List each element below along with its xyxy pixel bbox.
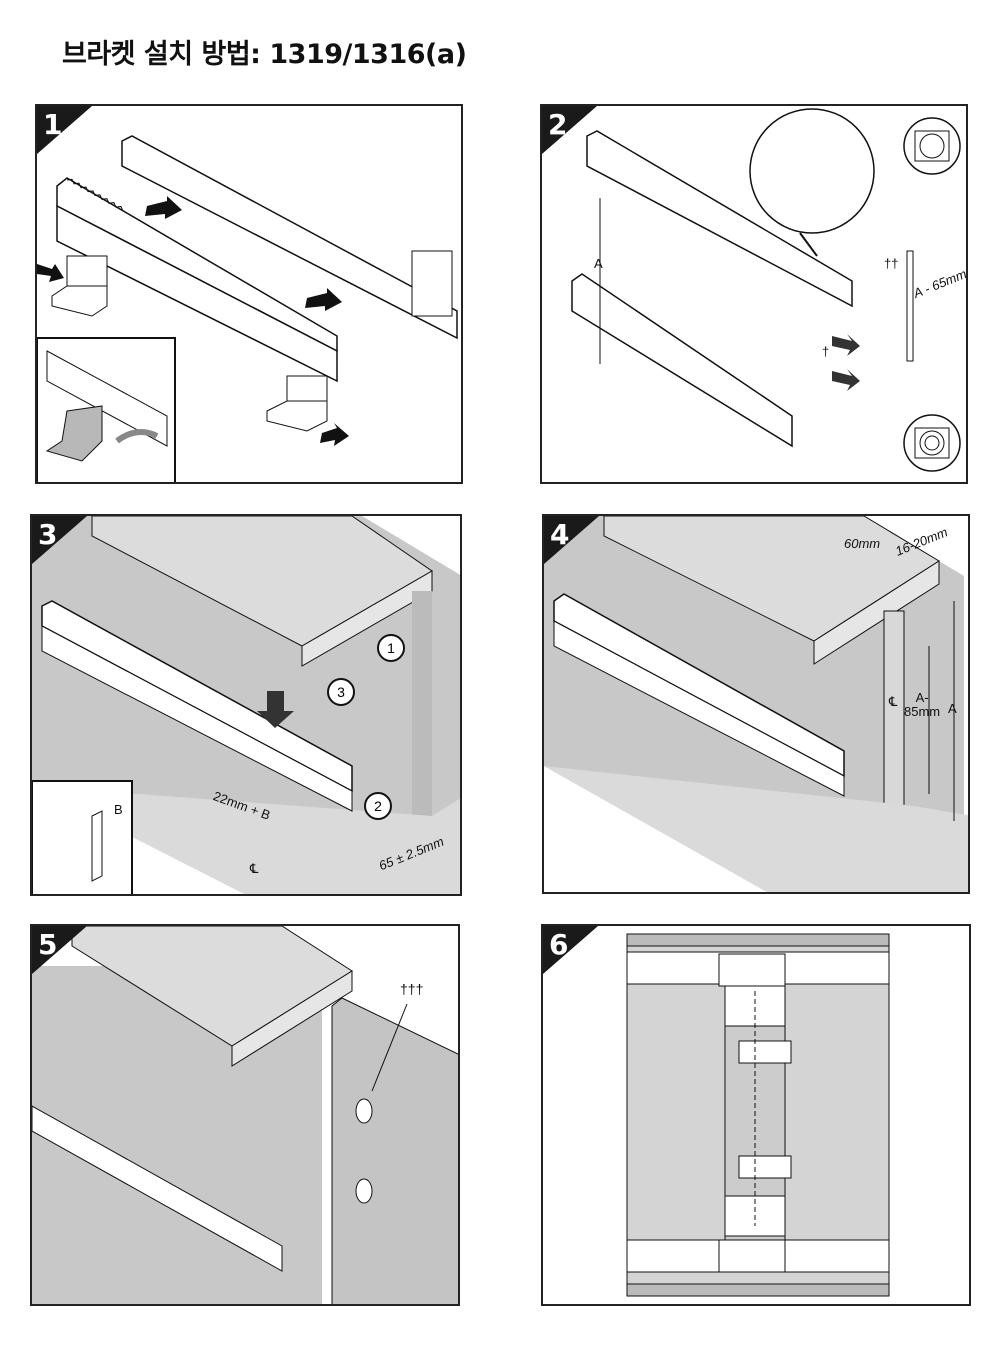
- step-3-panel: 1 3 2 22mm + B 65 ± 2.5mm ℄ B 3: [30, 514, 462, 896]
- arrow-icon: [832, 334, 860, 356]
- step-1-illustration: [37, 106, 458, 482]
- detail-magnifier: [749, 108, 875, 234]
- hinge-plate: [738, 1155, 792, 1179]
- marker-3: 3: [327, 678, 355, 706]
- step-badge-bg: [544, 516, 599, 564]
- step-badge-bg: [37, 106, 92, 154]
- rail: [553, 593, 845, 778]
- inset-box: [32, 780, 133, 894]
- dim-60mm-label: 60mm: [844, 536, 881, 551]
- rail: [41, 600, 353, 793]
- double-dagger-label: ††: [884, 256, 899, 271]
- step-number: 3: [38, 518, 58, 551]
- centerline-symbol: ℄: [889, 694, 898, 709]
- step-4-panel: 60mm 16-20mm A- 85mm A ℄ 4: [542, 514, 970, 894]
- centerline-symbol: ℄: [250, 861, 259, 876]
- step-number: 1: [43, 108, 63, 141]
- triple-dagger-label: †††: [400, 981, 424, 997]
- hinge-plate: [738, 1040, 792, 1064]
- dagger-label: †: [822, 344, 830, 359]
- marker-1: 1: [377, 634, 405, 662]
- hinge-cup-hole: [355, 1098, 373, 1124]
- rail-body: [56, 204, 338, 383]
- page-title: 브라켓 설치 방법: 1319/1316(a): [62, 39, 467, 70]
- step-number: 2: [548, 108, 568, 141]
- step-4-illustration: [544, 516, 968, 892]
- hinge-cup-hole: [355, 1178, 373, 1204]
- step-2-illustration: [542, 106, 961, 472]
- connecting-rod: [906, 250, 914, 362]
- lower-rail: [571, 273, 793, 448]
- step-1-panel: 1: [35, 104, 463, 484]
- dim-a-85mm-label: A- 85mm: [904, 690, 941, 719]
- rail: [32, 1105, 283, 1272]
- dim-a-label: A: [948, 701, 957, 716]
- callout-bottom: [903, 414, 961, 472]
- step-badge-bg: [32, 926, 87, 974]
- step-5-illustration: [32, 926, 458, 1304]
- step-6-illustration: [543, 926, 890, 1297]
- callout-top: [903, 117, 961, 175]
- step-3-illustration: [32, 516, 460, 894]
- step-number: 6: [549, 928, 569, 961]
- arrow-icon: [37, 264, 64, 282]
- end-bracket: [411, 250, 453, 317]
- step-6-panel: 6: [541, 924, 971, 1306]
- toothed-rail: [56, 177, 338, 353]
- marker-2: 2: [364, 792, 392, 820]
- arrow-icon: [305, 288, 342, 311]
- arrow-icon: [145, 196, 182, 219]
- arrow-down-icon: [257, 691, 294, 728]
- door-panel: [331, 997, 458, 1304]
- dim-a-label: A: [594, 256, 603, 271]
- arrow-icon: [832, 369, 860, 391]
- step-number: 5: [38, 928, 58, 961]
- rotate-arrow-icon: [115, 429, 159, 444]
- step-number: 4: [550, 518, 570, 551]
- bracket-highlighted: [45, 405, 103, 462]
- step-5-panel: ††† 5: [30, 924, 460, 1306]
- step-badge-bg: [32, 516, 87, 564]
- step-2-panel: A A - 65mm † †† 2: [540, 104, 968, 484]
- leader-line: [371, 1003, 408, 1092]
- upper-rail: [586, 130, 853, 308]
- back-rail: [121, 135, 458, 340]
- arrow-icon: [320, 423, 349, 446]
- inset-b-label: B: [114, 802, 123, 817]
